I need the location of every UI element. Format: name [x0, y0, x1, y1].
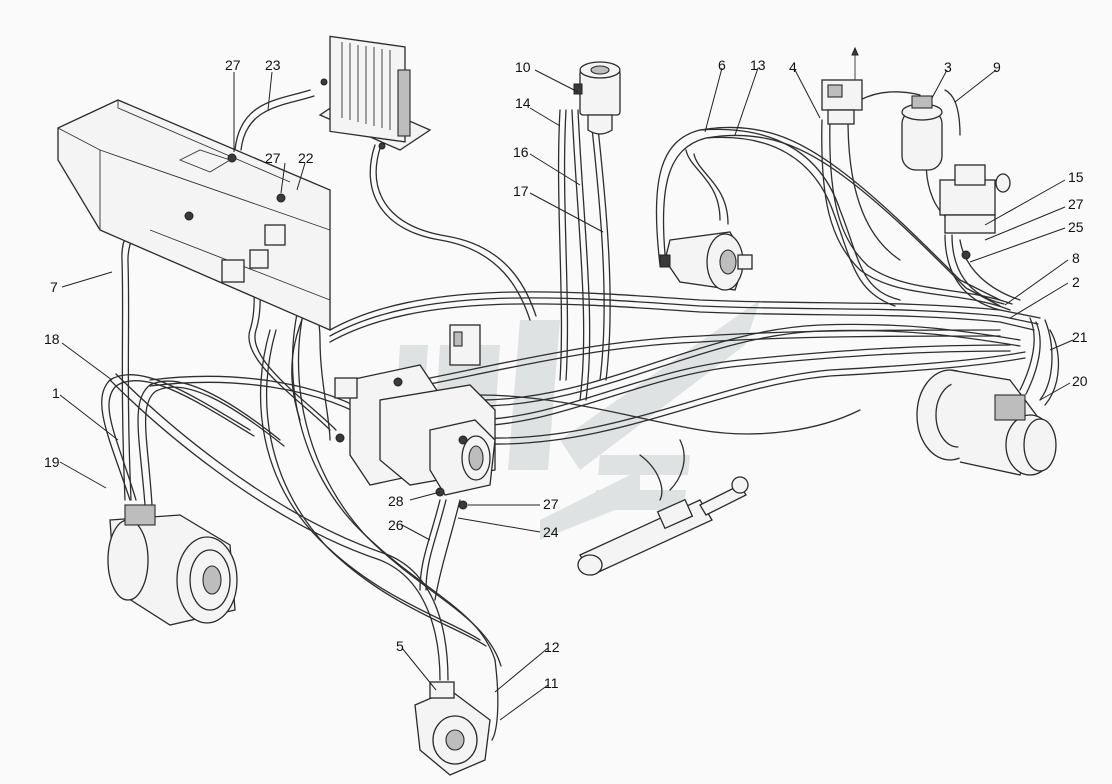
callout-18: 18	[44, 331, 60, 347]
callout-27b: 27	[265, 150, 281, 166]
callout-26: 26	[388, 517, 404, 533]
callout-27c: 27	[1068, 196, 1084, 212]
left-wheel-motor	[107, 504, 238, 626]
callout-5: 5	[396, 638, 404, 654]
hydraulic-tank	[57, 99, 331, 331]
callout-20: 20	[1072, 373, 1088, 389]
right-wheel-motor	[916, 369, 1057, 476]
callout-11: 11	[544, 675, 559, 691]
gear-pump	[573, 61, 621, 135]
callout-10: 10	[515, 59, 531, 75]
callout-2: 2	[1072, 274, 1080, 290]
callout-22: 22	[298, 150, 314, 166]
callout-14: 14	[515, 95, 531, 111]
callout-25: 25	[1068, 219, 1084, 235]
callout-9: 9	[993, 59, 1001, 75]
callout-27d: 27	[543, 496, 559, 512]
callout-17: 17	[513, 183, 529, 199]
control-valve	[821, 46, 863, 125]
callout-23: 23	[265, 57, 281, 73]
callout-1: 1	[52, 385, 60, 401]
callout-27a: 27	[225, 57, 241, 73]
hose-bundle	[101, 89, 1060, 741]
callout-16: 16	[513, 144, 529, 160]
leader-lines	[59, 67, 1074, 721]
tank-manifold	[221, 153, 286, 283]
callout-19: 19	[44, 454, 60, 470]
callout-15: 15	[1068, 169, 1084, 185]
valve-block	[939, 164, 1011, 234]
callout-13: 13	[750, 57, 766, 73]
callout-3: 3	[944, 59, 952, 75]
callout-7: 7	[50, 279, 58, 295]
hydraulic-cylinder	[577, 476, 749, 576]
callout-labels: 27 23 10 14 16 17 6 13 4 3 9 27 22 15 27…	[44, 57, 1088, 691]
callout-8: 8	[1072, 250, 1080, 266]
hydraulic-motor	[659, 231, 753, 291]
callout-12: 12	[544, 639, 560, 655]
callout-24: 24	[543, 524, 559, 540]
oil-cooler	[318, 35, 432, 151]
callout-4: 4	[789, 59, 797, 75]
callout-6: 6	[718, 57, 726, 73]
main-pump-unit	[334, 324, 496, 496]
lower-motor	[414, 681, 491, 776]
callout-21: 21	[1072, 329, 1088, 345]
callout-28: 28	[388, 493, 404, 509]
filter-unit	[901, 95, 943, 171]
